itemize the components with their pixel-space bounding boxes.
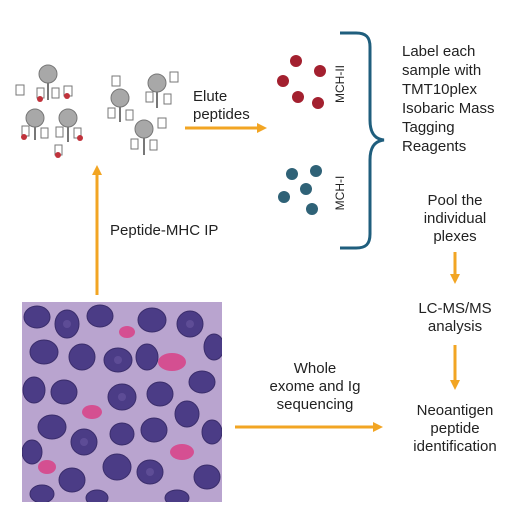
label-line-6: Reagents: [402, 138, 467, 155]
mhc-molecule: [21, 108, 49, 140]
sequencing-step: Whole exome and Ig sequencing: [255, 360, 375, 414]
elute-line-1: Elute: [193, 88, 228, 105]
mhc-complex-cluster-left: [15, 64, 83, 158]
label-step: Label each sample with TMT10plex Isobari…: [402, 42, 495, 156]
mhc-ii-label: MCH-II: [333, 65, 347, 103]
tumor-tissue-image: [22, 302, 222, 502]
label-line-4: Isobaric Mass: [402, 100, 495, 117]
pool-line-1: Pool the: [427, 192, 483, 209]
elute-line-2: peptides: [193, 106, 250, 123]
lcms-step: LC-MS/MS analysis: [395, 300, 515, 336]
mhc-molecule: [55, 108, 83, 142]
lcms-line-1: LC-MS/MS: [418, 300, 492, 317]
neoantigen-step: Neoantigen peptide identification: [395, 402, 515, 456]
label-line-5: Tagging: [402, 119, 455, 136]
pool-line-3: plexes: [433, 228, 477, 245]
mhc-molecule: [15, 84, 73, 158]
neoantigen-line-3: identification: [413, 438, 497, 455]
mhc-molecule: [111, 75, 167, 155]
peptide-mhc-ip-label: Peptide-MHC IP: [110, 222, 219, 239]
label-line-3: TMT10plex: [402, 81, 478, 98]
lcms-line-2: analysis: [427, 318, 483, 335]
label-line-1: Label each: [402, 43, 476, 60]
mhc-i-label: MCH-I: [333, 175, 347, 211]
mhc-molecule: [145, 71, 179, 108]
sequencing-line-1: Whole: [293, 360, 337, 377]
neoantigen-line-2: peptide: [430, 420, 480, 437]
mhc-molecule: [107, 88, 134, 122]
mhc-molecule: [36, 64, 60, 102]
label-line-2: sample with: [402, 62, 482, 79]
grouping-brace: [340, 31, 385, 250]
neoantigen-line-1: Neoantigen: [416, 402, 494, 419]
mhc-ii-peptide-dots: [277, 55, 326, 109]
sequencing-line-3: sequencing: [276, 396, 354, 413]
elute-label: Elute peptides: [193, 88, 250, 124]
tissue-drawing: [22, 302, 222, 502]
mhc-i-peptide-dots: [278, 165, 322, 215]
sequencing-line-2: exome and Ig: [269, 378, 361, 395]
mhc-complex-cluster-right: [107, 71, 179, 155]
pool-step: Pool the individual plexes: [395, 192, 515, 246]
pool-line-2: individual: [423, 210, 487, 227]
